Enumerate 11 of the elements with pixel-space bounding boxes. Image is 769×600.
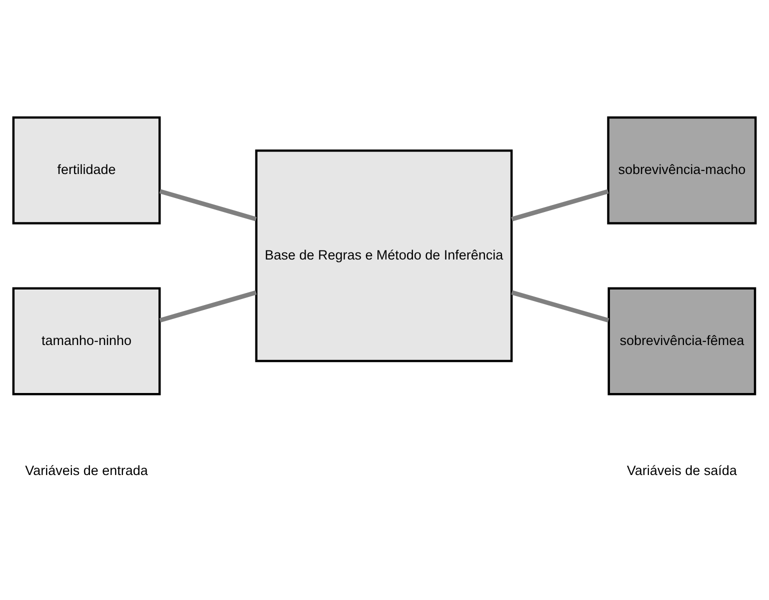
- node-box: sobrevivência-macho: [607, 116, 757, 224]
- node-box: Base de Regras e Método de Inferência: [255, 149, 513, 362]
- node-box: tamanho-ninho: [12, 286, 161, 395]
- node-box: sobrevivência-fêmea: [608, 286, 756, 395]
- connector: [159, 290, 257, 322]
- label: Variáveis de saída: [626, 462, 737, 478]
- connector: [159, 188, 257, 221]
- connector: [511, 290, 610, 322]
- connector: [511, 188, 609, 221]
- label: Variáveis de entrada: [25, 462, 148, 478]
- node-box: fertilidade: [12, 116, 161, 224]
